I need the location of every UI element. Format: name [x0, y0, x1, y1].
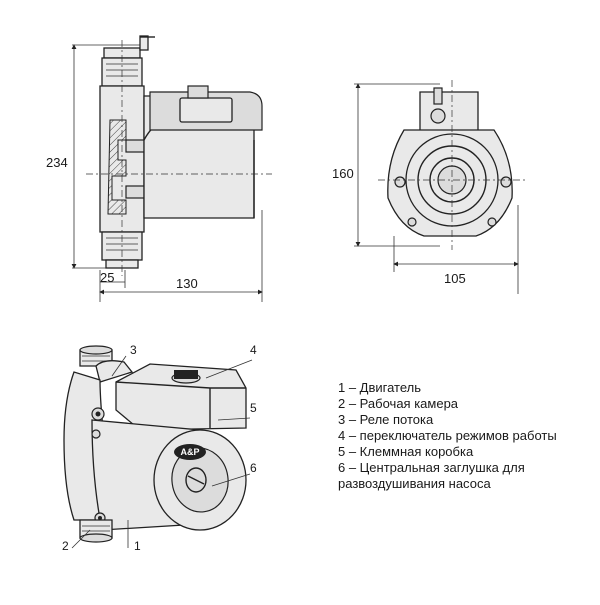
dim-height-side: 234 — [46, 155, 68, 170]
dim-width-front: 105 — [444, 271, 466, 286]
callout-1: 1 — [134, 539, 141, 553]
legend-item-flow-relay: 3 – Реле потока — [338, 412, 434, 427]
isometric-view: A&P 3 4 5 6 2 1 — [62, 343, 257, 553]
callout-2: 2 — [62, 539, 69, 553]
legend-item-mode-switch: 4 – переключатель режимов работы — [338, 428, 557, 443]
brand-badge: A&P — [180, 447, 199, 457]
dim-height-front: 160 — [332, 166, 354, 181]
side-view: 234 25 130 — [46, 35, 272, 302]
legend-item-central-plug: 6 – Центральная заглушка для развоздушив… — [338, 460, 525, 491]
callout-4: 4 — [250, 343, 257, 357]
callout-5: 5 — [250, 401, 257, 415]
front-view: 160 105 — [332, 80, 526, 294]
legend-item-working-chamber: 2 – Рабочая камера — [338, 396, 459, 411]
dim-port-offset: 25 — [100, 270, 114, 285]
callout-6: 6 — [250, 461, 257, 475]
legend-item-terminal-box: 5 – Клеммная коробка — [338, 444, 474, 459]
legend-item-motor: 1 – Двигатель — [338, 380, 422, 395]
callout-3: 3 — [130, 343, 137, 357]
parts-legend: 1 – Двигатель 2 – Рабочая камера 3 – Рел… — [338, 380, 578, 492]
dim-length-side: 130 — [176, 276, 198, 291]
